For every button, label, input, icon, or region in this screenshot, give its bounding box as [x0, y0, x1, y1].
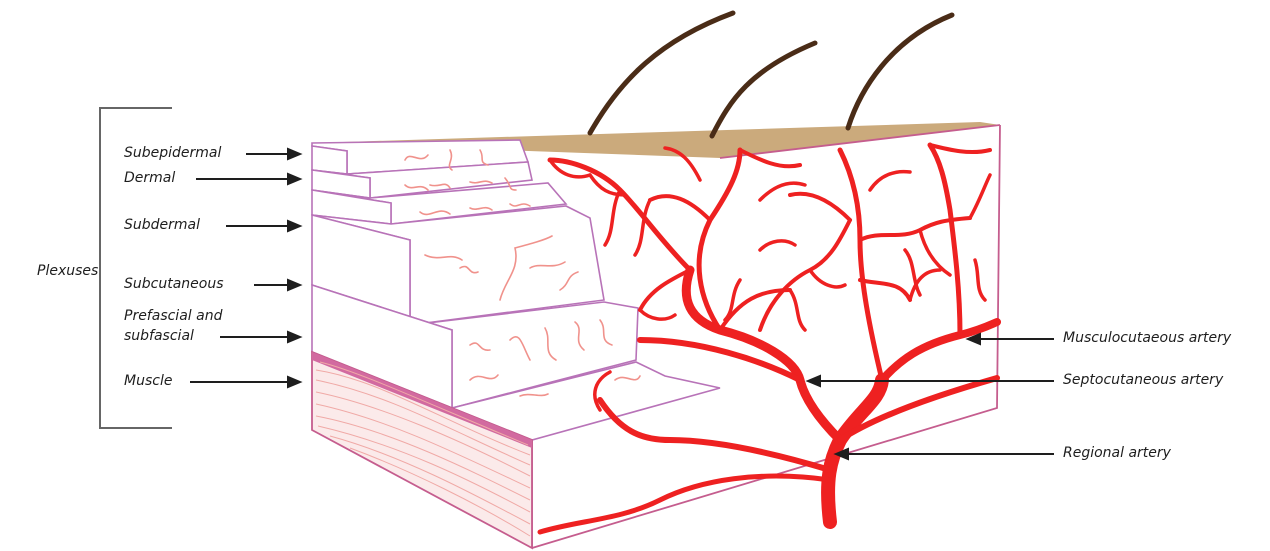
- label-prefascial-line2: subfascial: [124, 328, 194, 345]
- arrow-dermal: [196, 174, 300, 184]
- label-regional-artery: Regional artery: [1063, 445, 1171, 462]
- label-subdermal: Subdermal: [124, 217, 200, 234]
- label-subcutaneous: Subcutaneous: [124, 276, 224, 293]
- arrow-subepidermal: [246, 149, 300, 159]
- arrow-musculocutaneous: [968, 334, 1054, 344]
- arrow-regional: [836, 449, 1054, 459]
- plexus-arrows: [190, 149, 300, 387]
- label-musculocutaneous-artery: Musculocutaeous artery: [1063, 330, 1231, 347]
- arrow-subdermal: [226, 221, 300, 231]
- arrow-muscle: [190, 377, 300, 387]
- hair-1: [590, 13, 733, 133]
- label-subepidermal: Subepidermal: [124, 145, 221, 162]
- hair-2: [712, 43, 815, 136]
- arrow-subcutaneous: [254, 280, 300, 290]
- label-dermal: Dermal: [124, 170, 175, 187]
- arrow-septocutaneous: [808, 376, 1054, 386]
- hair-3: [848, 15, 952, 128]
- label-prefascial-line1: Prefascial and: [124, 308, 222, 325]
- hairs: [590, 13, 952, 136]
- arrow-prefascial: [220, 332, 300, 342]
- label-muscle: Muscle: [124, 373, 172, 390]
- label-septocutaneous-artery: Septocutaneous artery: [1063, 372, 1223, 389]
- plexuses-label: Plexuses: [37, 263, 98, 280]
